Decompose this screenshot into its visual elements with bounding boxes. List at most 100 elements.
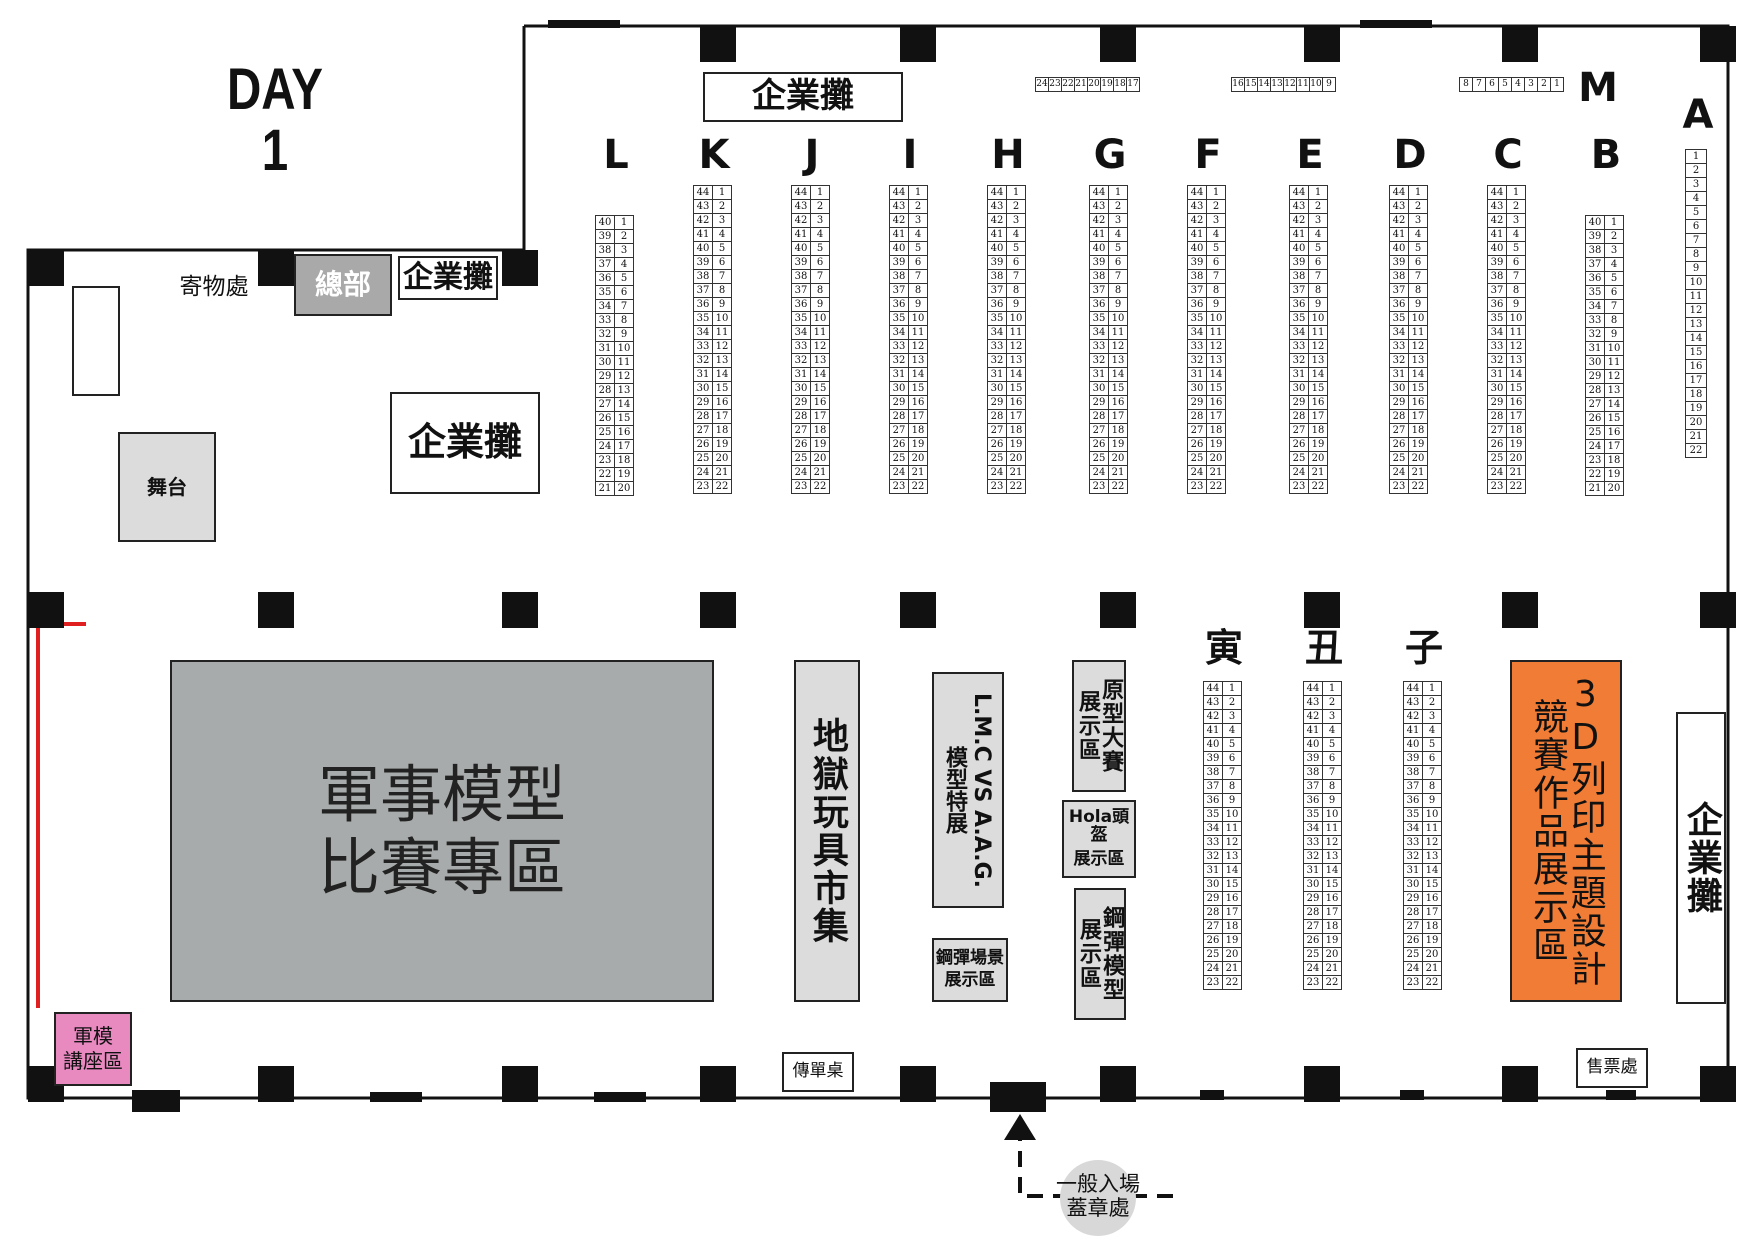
booth-cell[interactable]: 7 — [908, 269, 928, 284]
booth-cell[interactable]: 9 — [1308, 297, 1328, 312]
booth-cell[interactable]: 40 — [1203, 737, 1223, 752]
booth-cell[interactable]: 44 — [693, 185, 713, 200]
booth-cell[interactable]: 33 — [595, 313, 615, 328]
booth-cell[interactable]: 33 — [1203, 835, 1223, 850]
booth-cell[interactable]: 30 — [1389, 381, 1409, 396]
booth-cell[interactable]: 8 — [1685, 247, 1707, 262]
booth-cell[interactable]: 35 — [1203, 807, 1223, 822]
booth-cell[interactable]: 32 — [1487, 353, 1507, 368]
booth-cell[interactable]: 9 — [1422, 793, 1442, 808]
booth-cell[interactable]: 37 — [1203, 779, 1223, 794]
booth-cell[interactable]: 29 — [987, 395, 1007, 410]
booth-cell[interactable]: 41 — [693, 227, 713, 242]
booth-cell[interactable]: 29 — [791, 395, 811, 410]
booth-cell[interactable]: 25 — [1403, 947, 1423, 962]
booth-cell[interactable]: 8 — [1322, 779, 1342, 794]
booth-cell[interactable]: 21 — [1308, 465, 1328, 480]
booth-cell[interactable]: 42 — [1403, 709, 1423, 724]
booth-cell[interactable]: 4 — [1408, 227, 1428, 242]
booth-cell[interactable]: 12 — [1006, 339, 1026, 354]
booth-cell[interactable]: 23 — [1203, 975, 1223, 990]
booth-cell[interactable]: 5 — [1308, 241, 1328, 256]
booth-cell[interactable]: 11 — [1308, 325, 1328, 340]
booth-cell[interactable]: 24 — [1187, 465, 1207, 480]
booth-cell[interactable]: 17 — [1308, 409, 1328, 424]
booth-cell[interactable]: 11 — [1685, 289, 1707, 304]
booth-cell[interactable]: 10 — [712, 311, 732, 326]
booth-cell[interactable]: 43 — [1203, 695, 1223, 710]
m-booth-cell[interactable]: 12 — [1283, 77, 1297, 92]
booth-cell[interactable]: 33 — [987, 339, 1007, 354]
booth-cell[interactable]: 30 — [1585, 355, 1605, 370]
booth-cell[interactable]: 27 — [1089, 423, 1109, 438]
booth-cell[interactable]: 21 — [1585, 481, 1605, 496]
booth-cell[interactable]: 1 — [810, 185, 830, 200]
booth-cell[interactable]: 33 — [889, 339, 909, 354]
booth-cell[interactable]: 36 — [1585, 271, 1605, 286]
booth-cell[interactable]: 43 — [1289, 199, 1309, 214]
booth-cell[interactable]: 41 — [1187, 227, 1207, 242]
booth-cell[interactable]: 25 — [1187, 451, 1207, 466]
booth-cell[interactable]: 18 — [1506, 423, 1526, 438]
booth-cell[interactable]: 19 — [1604, 467, 1624, 482]
booth-cell[interactable]: 12 — [1422, 835, 1442, 850]
booth-cell[interactable]: 15 — [1308, 381, 1328, 396]
booth-cell[interactable]: 34 — [1585, 299, 1605, 314]
booth-cell[interactable]: 28 — [1403, 905, 1423, 920]
booth-cell[interactable]: 32 — [1389, 353, 1409, 368]
booth-cell[interactable]: 26 — [889, 437, 909, 452]
booth-cell[interactable]: 35 — [791, 311, 811, 326]
booth-cell[interactable]: 19 — [1506, 437, 1526, 452]
booth-cell[interactable]: 41 — [1089, 227, 1109, 242]
booth-cell[interactable]: 39 — [595, 229, 615, 244]
booth-cell[interactable]: 43 — [889, 199, 909, 214]
booth-cell[interactable]: 4 — [1006, 227, 1026, 242]
booth-cell[interactable]: 38 — [1585, 243, 1605, 258]
m-booth-cell[interactable]: 24 — [1035, 77, 1049, 92]
booth-cell[interactable]: 2 — [1322, 695, 1342, 710]
booth-cell[interactable]: 19 — [1422, 933, 1442, 948]
booth-cell[interactable]: 1 — [1308, 185, 1328, 200]
booth-cell[interactable]: 37 — [595, 257, 615, 272]
booth-cell[interactable]: 33 — [1585, 313, 1605, 328]
booth-cell[interactable]: 38 — [1089, 269, 1109, 284]
booth-cell[interactable]: 18 — [614, 453, 634, 468]
booth-cell[interactable]: 11 — [614, 355, 634, 370]
booth-cell[interactable]: 10 — [1222, 807, 1242, 822]
booth-cell[interactable]: 13 — [1308, 353, 1328, 368]
booth-cell[interactable]: 39 — [1487, 255, 1507, 270]
booth-cell[interactable]: 18 — [810, 423, 830, 438]
booth-cell[interactable]: 14 — [1222, 863, 1242, 878]
m-booth-cell[interactable]: 6 — [1485, 77, 1499, 92]
m-booth-cell[interactable]: 14 — [1257, 77, 1271, 92]
booth-cell[interactable]: 43 — [1187, 199, 1207, 214]
booth-cell[interactable]: 4 — [712, 227, 732, 242]
booth-cell[interactable]: 37 — [889, 283, 909, 298]
booth-cell[interactable]: 21 — [1222, 961, 1242, 976]
booth-cell[interactable]: 32 — [1585, 327, 1605, 342]
booth-cell[interactable]: 14 — [810, 367, 830, 382]
booth-cell[interactable]: 1 — [614, 215, 634, 230]
booth-cell[interactable]: 25 — [595, 425, 615, 440]
booth-cell[interactable]: 4 — [1422, 723, 1442, 738]
booth-cell[interactable]: 22 — [712, 479, 732, 494]
booth-cell[interactable]: 11 — [1322, 821, 1342, 836]
booth-cell[interactable]: 9 — [810, 297, 830, 312]
booth-cell[interactable]: 7 — [1206, 269, 1226, 284]
booth-cell[interactable]: 19 — [712, 437, 732, 452]
booth-cell[interactable]: 13 — [1206, 353, 1226, 368]
booth-cell[interactable]: 16 — [810, 395, 830, 410]
booth-cell[interactable]: 16 — [1408, 395, 1428, 410]
booth-cell[interactable]: 38 — [1403, 765, 1423, 780]
booth-cell[interactable]: 17 — [1006, 409, 1026, 424]
booth-cell[interactable]: 21 — [810, 465, 830, 480]
m-booth-cell[interactable]: 9 — [1322, 77, 1336, 92]
corporate-booth-small[interactable]: 企業攤 — [398, 256, 498, 300]
military-model-zone[interactable]: 軍事模型 比賽專區 — [170, 660, 714, 1002]
booth-cell[interactable]: 26 — [595, 411, 615, 426]
booth-cell[interactable]: 38 — [1487, 269, 1507, 284]
booth-cell[interactable]: 35 — [1585, 285, 1605, 300]
booth-cell[interactable]: 2 — [1222, 695, 1242, 710]
m-booth-cell[interactable]: 19 — [1100, 77, 1114, 92]
booth-cell[interactable]: 27 — [1487, 423, 1507, 438]
